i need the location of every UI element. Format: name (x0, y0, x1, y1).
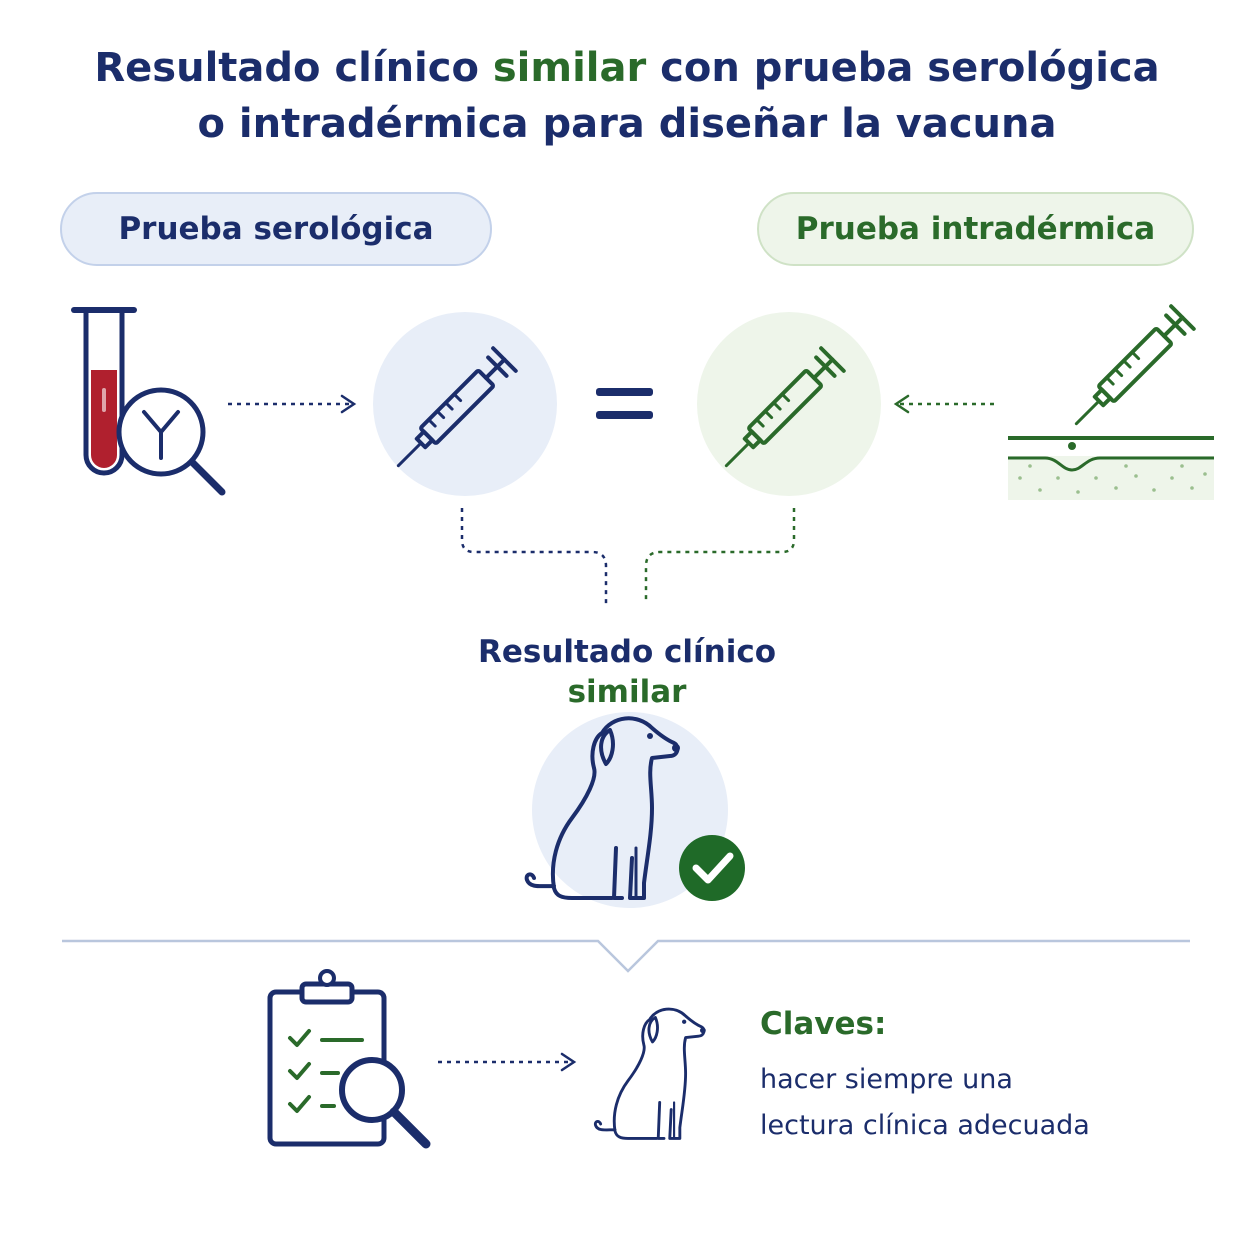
title-accent: similar (492, 45, 647, 91)
keys-line-1: hacer siempre una (760, 1064, 1013, 1095)
result-line2: similar (567, 674, 687, 710)
title-line1-start: Resultado clínico (94, 45, 493, 91)
clipboard-checklist-icon (267, 969, 431, 1149)
arrow-serological-to-syringe (228, 394, 357, 414)
check-badge-icon (679, 835, 745, 901)
intradermal-test-text: Prueba intradérmica (795, 211, 1156, 247)
title-line2: o intradérmica para diseñar la vacuna (197, 101, 1057, 147)
connector-intradermal (644, 508, 796, 604)
result-heading: Resultado clínico similar (377, 632, 877, 712)
title-line1-end: con prueba serológica (646, 45, 1160, 91)
serological-test-text: Prueba serológica (118, 211, 434, 247)
connector-serological (460, 508, 608, 604)
section-divider (62, 939, 1190, 973)
antibody-magnifier-icon (116, 387, 226, 496)
keys-line-2: lectura clínica adecuada (760, 1110, 1090, 1141)
result-line1: Resultado clínico (477, 634, 777, 670)
intradermal-test-label: Prueba intradérmica (757, 192, 1194, 266)
dog-icon-large (524, 712, 728, 908)
syringe-serological-icon (373, 312, 557, 496)
test-tube-icon (71, 307, 137, 476)
skin-injection-icon (1008, 306, 1214, 500)
serological-test-label: Prueba serológica (60, 192, 492, 266)
arrow-checklist-to-dog (438, 1052, 577, 1072)
equals-icon (596, 388, 653, 419)
arrow-intradermal-to-syringe (893, 394, 996, 414)
dog-icon-small (593, 1007, 708, 1140)
keys-title: Claves: (760, 1006, 887, 1042)
page-title: Resultado clínico similar con prueba ser… (0, 40, 1254, 152)
syringe-intradermal-icon (697, 312, 881, 496)
